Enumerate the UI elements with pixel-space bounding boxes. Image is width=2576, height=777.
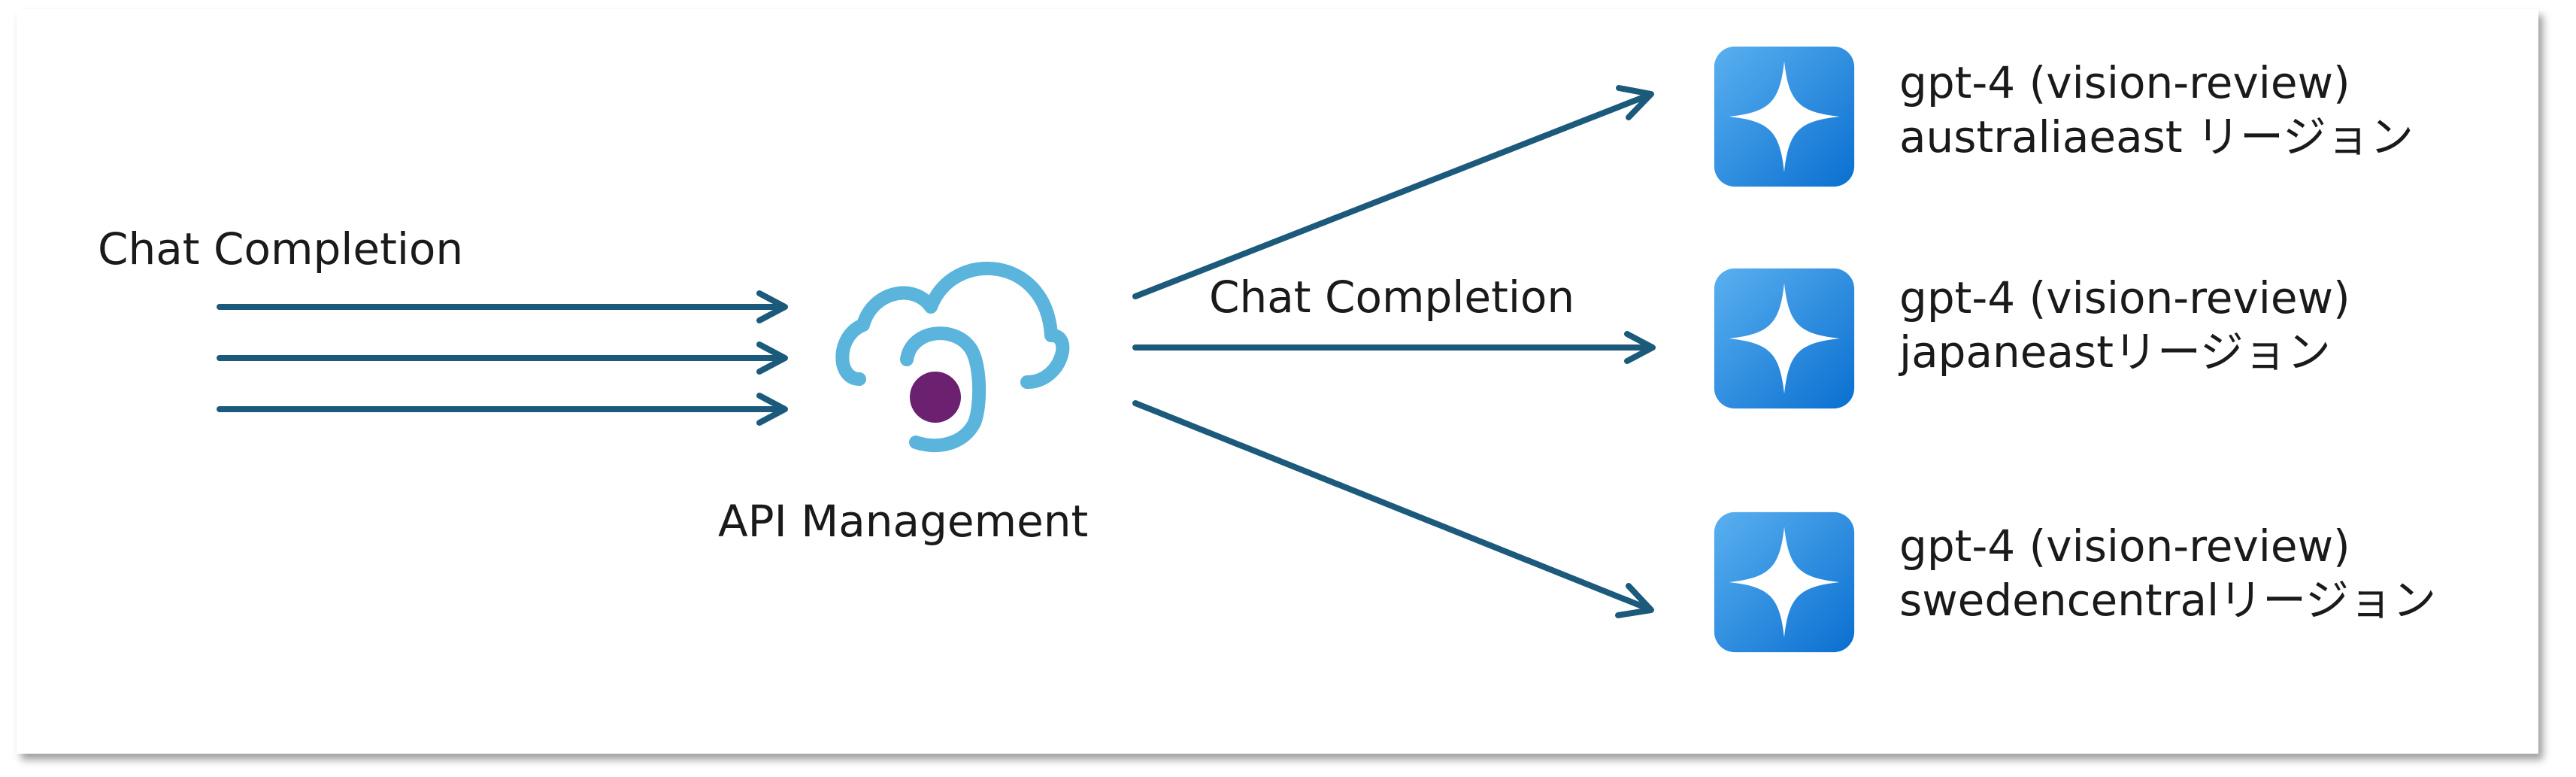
azure-openai-icon — [1714, 46, 1855, 187]
model-region: swedencentralリージョン — [1899, 575, 2437, 626]
diagram-frame — [17, 9, 2538, 754]
routing-arrow-swedencentral — [1132, 400, 1654, 618]
api-management-cloud-icon — [835, 261, 1070, 453]
model-label-australiaeast: gpt-4 (vision-review) australiaeast リージョ… — [1899, 56, 2414, 164]
model-name: gpt-4 (vision-review) — [1899, 521, 2350, 572]
incoming-arrow-2 — [217, 341, 788, 375]
model-name: gpt-4 (vision-review) — [1899, 57, 2350, 108]
routing-label: Chat Completion — [1209, 272, 1575, 323]
model-region: japaneastリージョン — [1899, 326, 2331, 378]
incoming-arrow-3 — [217, 393, 788, 426]
routing-arrows — [1132, 85, 1656, 618]
incoming-label: Chat Completion — [98, 223, 464, 275]
routing-arrow-australiaeast — [1132, 85, 1654, 299]
model-label-swedencentral: gpt-4 (vision-review) swedencentralリージョン — [1899, 519, 2436, 627]
api-management-label: API Management — [718, 496, 1089, 547]
model-region: australiaeast リージョン — [1899, 111, 2414, 162]
model-name: gpt-4 (vision-review) — [1899, 272, 2350, 323]
azure-openai-icon — [1714, 511, 1855, 653]
model-label-japaneast: gpt-4 (vision-review) japaneastリージョン — [1899, 271, 2350, 379]
azure-openai-icon — [1714, 268, 1855, 409]
routing-arrow-japaneast — [1132, 331, 1656, 364]
incoming-arrow-1 — [217, 290, 788, 323]
api-management-dot — [910, 372, 961, 423]
incoming-arrows — [217, 290, 788, 426]
